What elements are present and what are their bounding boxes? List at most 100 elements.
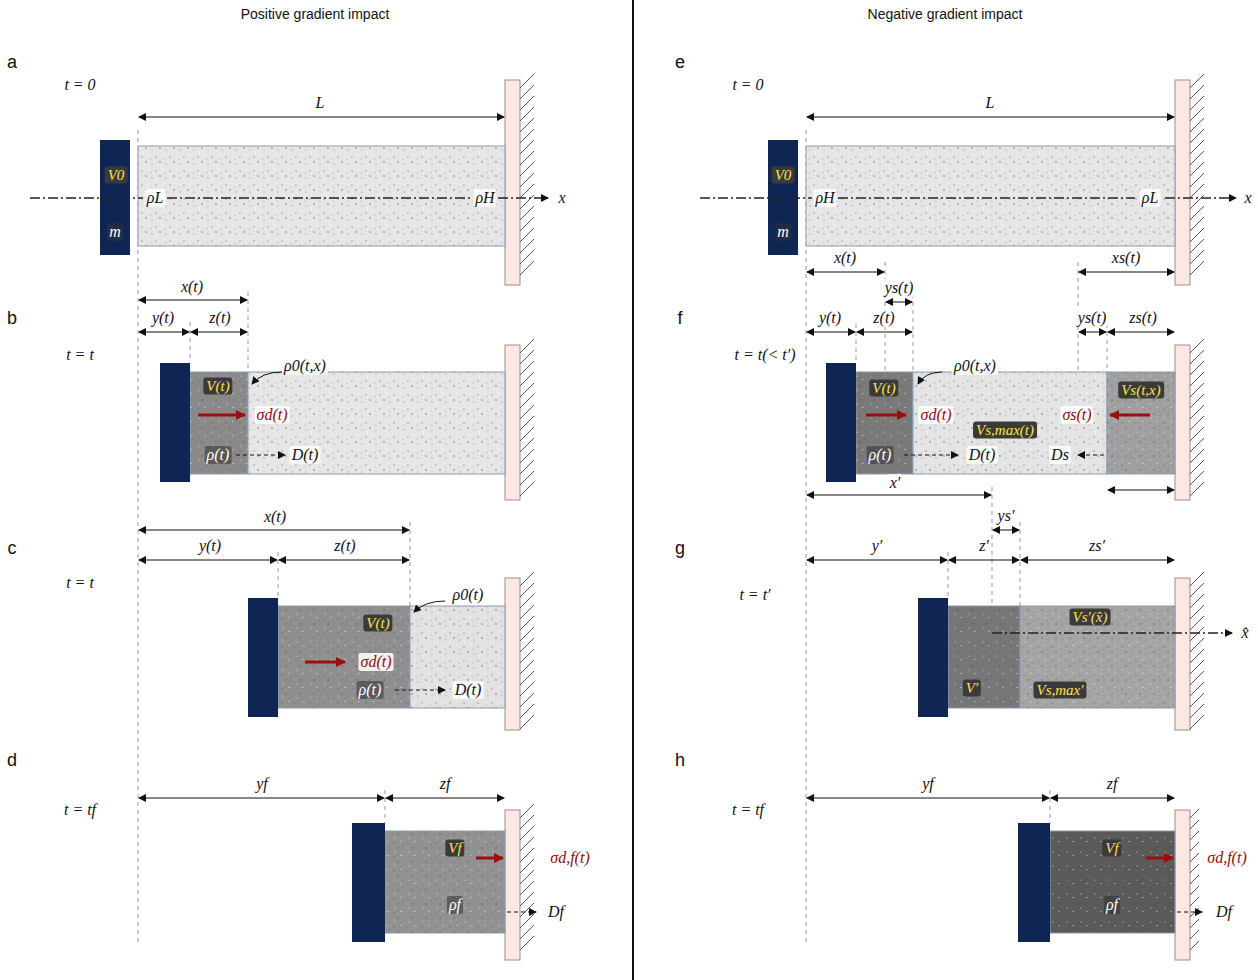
guide-line (385, 790, 386, 823)
symbol-label: t = t (64, 346, 96, 364)
symbol-label: σd(t) (359, 653, 394, 671)
symbol-label: ρL (145, 189, 166, 207)
leader-line (414, 601, 445, 612)
foam-region (1050, 831, 1175, 933)
symbol-label: t = t (64, 574, 96, 592)
symbol-label: zs′ (1087, 537, 1107, 555)
dimension-line (1108, 332, 1174, 333)
guide-line (1020, 522, 1021, 606)
wall-hatch (1190, 897, 1199, 906)
guide-line (948, 552, 949, 598)
wall-hatch (1190, 482, 1204, 496)
symbol-label: ρ0(t,x) (952, 357, 998, 375)
rigid-wall (505, 80, 520, 285)
impactor (248, 598, 278, 717)
guide-line (1107, 324, 1108, 372)
rigid-wall (1175, 345, 1190, 500)
panel-letter: g (675, 538, 685, 559)
symbol-label: x(t) (179, 278, 205, 296)
wall-hatch (520, 815, 534, 829)
symbol-label: m (107, 223, 123, 241)
foam-texture (806, 146, 1175, 246)
panel-heading: Negative gradient impact (868, 6, 1023, 22)
wall-hatch (520, 482, 534, 496)
wall-hatch (520, 471, 534, 485)
wall-hatch (520, 826, 534, 840)
wave-speed-arrow (507, 911, 536, 912)
wall-hatch (1190, 704, 1204, 718)
wall-hatch (1190, 715, 1204, 729)
symbol-label: ρf (447, 896, 463, 914)
foam-texture (278, 606, 410, 708)
symbol-label: y(t) (197, 537, 223, 555)
wall-hatch (1190, 449, 1204, 463)
symbol-label: t = t(< t′) (732, 346, 797, 364)
wall-hatch (520, 449, 534, 463)
panel-letter: b (7, 308, 17, 329)
wave-speed-arrow (1177, 911, 1202, 912)
wall-hatch (520, 671, 534, 685)
wall-hatch (520, 129, 534, 143)
wall-hatch (1190, 930, 1199, 939)
guide-line (138, 130, 139, 945)
leader-line (918, 372, 942, 384)
foam-texture (1107, 372, 1175, 474)
symbol-label: xs(t) (1110, 249, 1142, 267)
rigid-wall (505, 578, 520, 730)
wall-hatch (520, 859, 534, 873)
symbol-label: y′ (870, 537, 885, 555)
dimension-line (857, 332, 912, 333)
wall-hatch (520, 173, 534, 187)
wall-hatch (520, 118, 534, 132)
symbol-label: Vs,max′ (1033, 682, 1086, 699)
wall-hatch (520, 250, 534, 264)
wall-hatch (1190, 173, 1204, 187)
symbol-label: V′ (963, 680, 981, 697)
wall-hatch (520, 914, 534, 928)
symbol-label: x (556, 189, 567, 207)
impactor (918, 598, 948, 717)
dimension-line (279, 560, 409, 561)
symbol-label: x (1242, 189, 1253, 207)
wall-hatch (520, 74, 534, 88)
wall-hatch (520, 261, 534, 275)
wall-hatch (520, 605, 534, 619)
wall-hatch (1190, 886, 1199, 895)
symbol-label: ρH (813, 189, 836, 207)
wall-hatch (520, 682, 534, 696)
dimension-line (139, 560, 277, 561)
wall-hatch (520, 460, 534, 474)
wall-hatch (520, 151, 534, 165)
dimension-line (807, 798, 1049, 799)
foam-region (190, 372, 248, 474)
symbol-label: x(t) (832, 249, 858, 267)
symbol-label: t = tf (62, 801, 98, 819)
wall-hatch (520, 162, 534, 176)
foam-region (913, 372, 1107, 474)
guide-line (248, 292, 249, 372)
symbol-label: t = 0 (730, 76, 765, 94)
symbol-label: V0 (105, 167, 128, 184)
guide-line (806, 130, 807, 945)
symbol-label: σd(t) (919, 406, 954, 424)
wall-hatch (520, 217, 534, 231)
foam-texture (138, 146, 505, 246)
wall-hatch (1190, 671, 1204, 685)
impactor (160, 363, 190, 482)
wall-hatch (1190, 660, 1204, 674)
wall-hatch (520, 405, 534, 419)
axis-line (838, 197, 1135, 198)
symbol-label: D(t) (290, 446, 321, 464)
wall-hatch (1190, 627, 1204, 641)
symbol-label: ρ0(t) (451, 586, 486, 604)
dimension-line (807, 560, 947, 561)
wall-hatch (1190, 831, 1199, 840)
foam-region (278, 606, 410, 708)
wall-hatch (1190, 919, 1199, 928)
wall-hatch (520, 239, 534, 253)
wall-hatch (1190, 74, 1204, 88)
panel-letter: e (675, 52, 685, 73)
wall-hatch (520, 881, 534, 895)
wall-hatch (1190, 184, 1204, 198)
wall-hatch (1190, 572, 1204, 586)
